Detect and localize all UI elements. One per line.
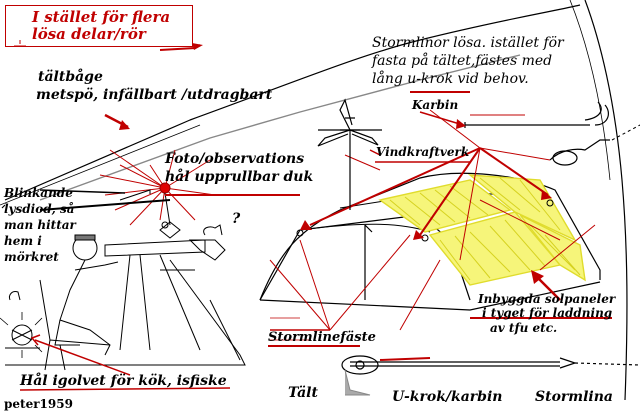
observer-sketch (5, 221, 246, 371)
wind-turbine (317, 98, 382, 210)
tent-label: Tält (288, 385, 318, 401)
top-note-box (5, 5, 193, 47)
storm-note-line2: fasta på tältet,fästes med (372, 53, 553, 69)
top-note-line2: lösa delar/rör (32, 25, 146, 43)
blink-label-line2: lysdiod, så (4, 202, 75, 216)
solar-label-line2: i tyget för laddning (482, 306, 613, 320)
solar-label-line3: av tfu etc. (490, 321, 558, 335)
stove-rays (0, 312, 43, 358)
led-rays (99, 149, 216, 226)
tent-pole-desc: metspö, infällbart /utdragbart (36, 87, 273, 103)
blink-label-line1: Blinkande (4, 186, 73, 200)
karbin-label: Karbin (412, 98, 459, 112)
tent-drawing (259, 172, 601, 311)
top-note-line1: I stället för flera (32, 8, 171, 26)
carabiner (464, 101, 610, 166)
storm-note-line3: lång u-krok vid behov. (372, 71, 529, 87)
floor-hole-label: Hål igolvet för kök, isfiske (20, 373, 227, 389)
photo-label-line1: Foto/observations (165, 151, 305, 167)
blink-label-line4: hem i (4, 234, 42, 248)
stormlina-label: Stormlina (535, 389, 613, 405)
question-mark: ? (232, 211, 241, 227)
tent-pole-tip (0, 124, 201, 206)
blink-label-line5: mörkret (4, 250, 59, 264)
ukrok-label: U-krok/karbin (392, 389, 503, 405)
right-frame-inner (569, 0, 611, 181)
stormline-mount-label: Stormlinefäste (268, 330, 376, 345)
floor-hole-line (19, 387, 231, 391)
signature: peter1959 (4, 397, 73, 411)
blink-label-line3: man hittar (4, 218, 76, 232)
tent-pole-curve (1, 4, 581, 209)
tent-pole-title: tältbåge (38, 69, 103, 85)
u-hook (341, 355, 640, 375)
wind-label: Vindkraftverk (376, 145, 470, 159)
right-frame-curve (584, 0, 628, 401)
karbin-arrow (419, 111, 464, 126)
solar-label-line1: Inbyggda solpaneler (478, 292, 616, 306)
telescopic-pole (39, 54, 521, 201)
storm-note-line1: Stormlinor lösa. istället för (372, 35, 564, 51)
photo-label-line2: hål upprullbar duk (165, 169, 314, 185)
